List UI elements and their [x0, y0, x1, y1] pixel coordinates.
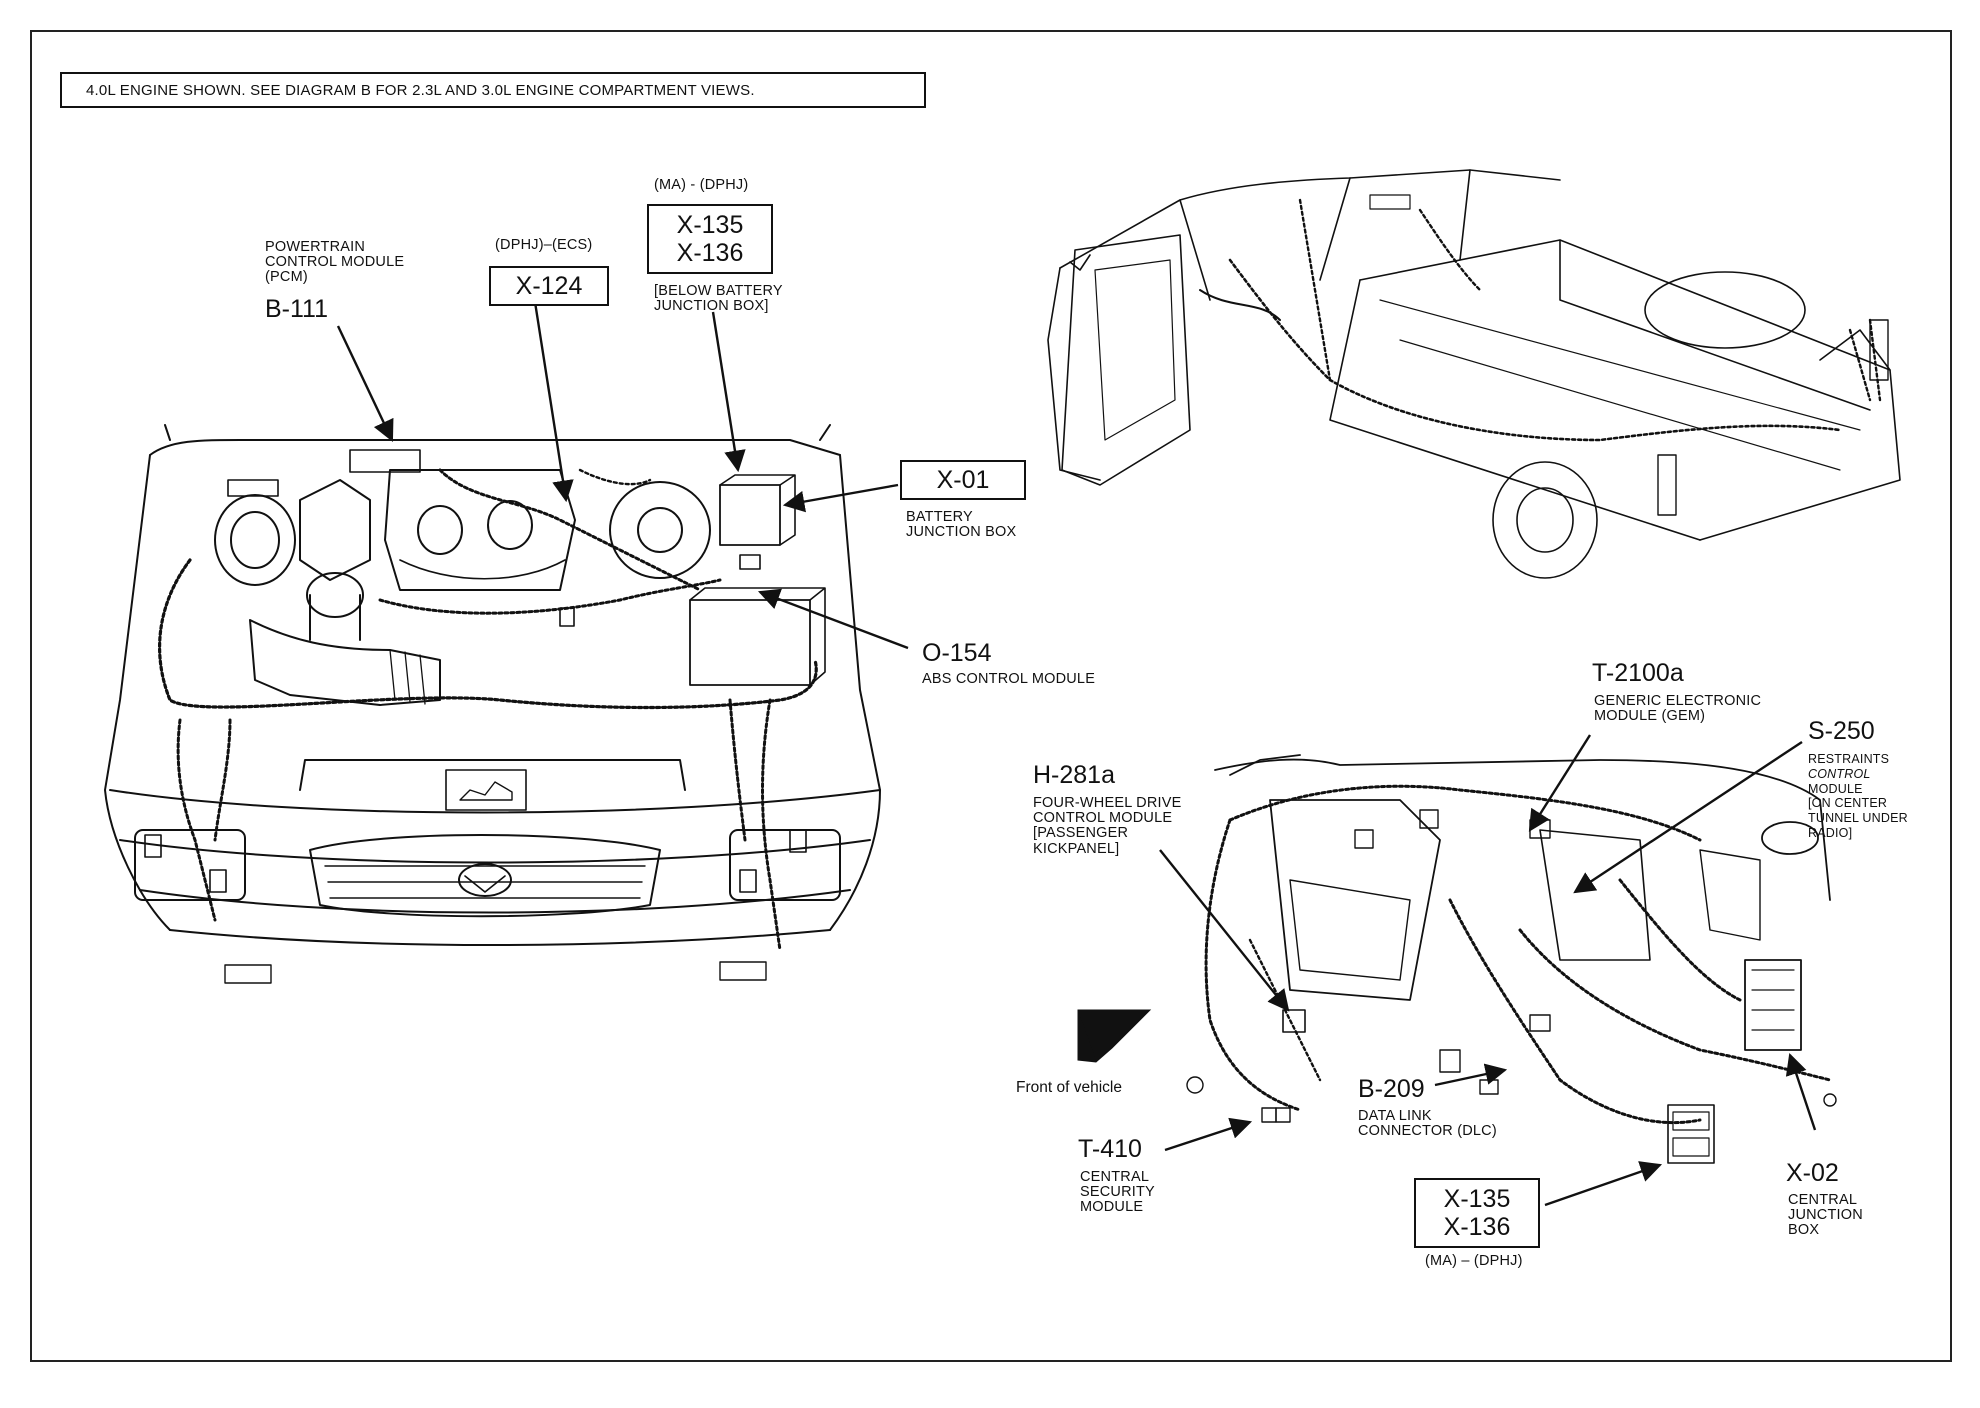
leader-x135-bottom [1544, 1161, 1663, 1207]
x135-top-qualifier: (MA) - (DPHJ) [654, 177, 749, 193]
leader-h281a [1159, 849, 1290, 1012]
t2100a-description: GENERIC ELECTRONIC MODULE (GEM) [1594, 693, 1762, 725]
diagram-frame [30, 30, 1952, 1362]
leader-b209 [1434, 1063, 1508, 1087]
leader-lines [336, 301, 1817, 1207]
leader-s250 [1573, 740, 1803, 894]
leader-x02 [1785, 1052, 1817, 1131]
x02-description: CENTRAL JUNCTION BOX [1788, 1192, 1863, 1239]
b209-code: B-209 [1358, 1075, 1425, 1103]
s250-code: S-250 [1808, 717, 1875, 745]
leader-x124 [533, 301, 574, 503]
b209-description: DATA LINK CONNECTOR (DLC) [1358, 1108, 1497, 1140]
t2100a-code: T-2100a [1592, 659, 1684, 687]
leader-o154 [757, 588, 909, 650]
x124-code-box: X-124 [489, 266, 609, 306]
leader-b111 [336, 325, 394, 442]
pcm-code: B-111 [265, 295, 329, 323]
x124-qualifier: (DPHJ)–(ECS) [495, 237, 593, 253]
leader-x135-top [711, 311, 746, 473]
x135-top-note: [BELOW BATTERY JUNCTION BOX] [654, 283, 783, 315]
t410-code: T-410 [1078, 1135, 1142, 1163]
t410-description: CENTRAL SECURITY MODULE [1080, 1169, 1155, 1216]
x01-code-box: X-01 [900, 460, 1026, 500]
vehicle-overview-illustration [1047, 169, 1901, 579]
header-note: 4.0L ENGINE SHOWN. SEE DIAGRAM B FOR 2.3… [60, 72, 926, 108]
h281a-description: FOUR-WHEEL DRIVE CONTROL MODULE [PASSENG… [1033, 795, 1182, 857]
x02-code: X-02 [1786, 1159, 1839, 1187]
x01-description: BATTERY JUNCTION BOX [906, 509, 1017, 541]
pcm-description: POWERTRAIN CONTROL MODULE (PCM) [265, 239, 405, 286]
front-of-vehicle-label: Front of vehicle [1016, 1079, 1122, 1096]
engine-compartment-illustration [104, 424, 881, 984]
o154-code: O-154 [922, 639, 992, 667]
h281a-code: H-281a [1033, 761, 1115, 789]
o154-description: ABS CONTROL MODULE [922, 671, 1096, 687]
s250-description: RESTRAINTS CONTROL MODULE [ON CENTER TUN… [1808, 752, 1908, 840]
leader-t410 [1164, 1117, 1253, 1152]
leader-x01 [782, 483, 899, 513]
x135-bottom-code-box: X-135 X-136 [1414, 1178, 1540, 1248]
x135-bottom-qualifier: (MA) – (DPHJ) [1425, 1253, 1523, 1269]
x135-top-code-box: X-135 X-136 [647, 204, 773, 274]
leader-t2100a [1528, 734, 1592, 832]
instrument-panel-illustration [1186, 754, 1837, 1164]
